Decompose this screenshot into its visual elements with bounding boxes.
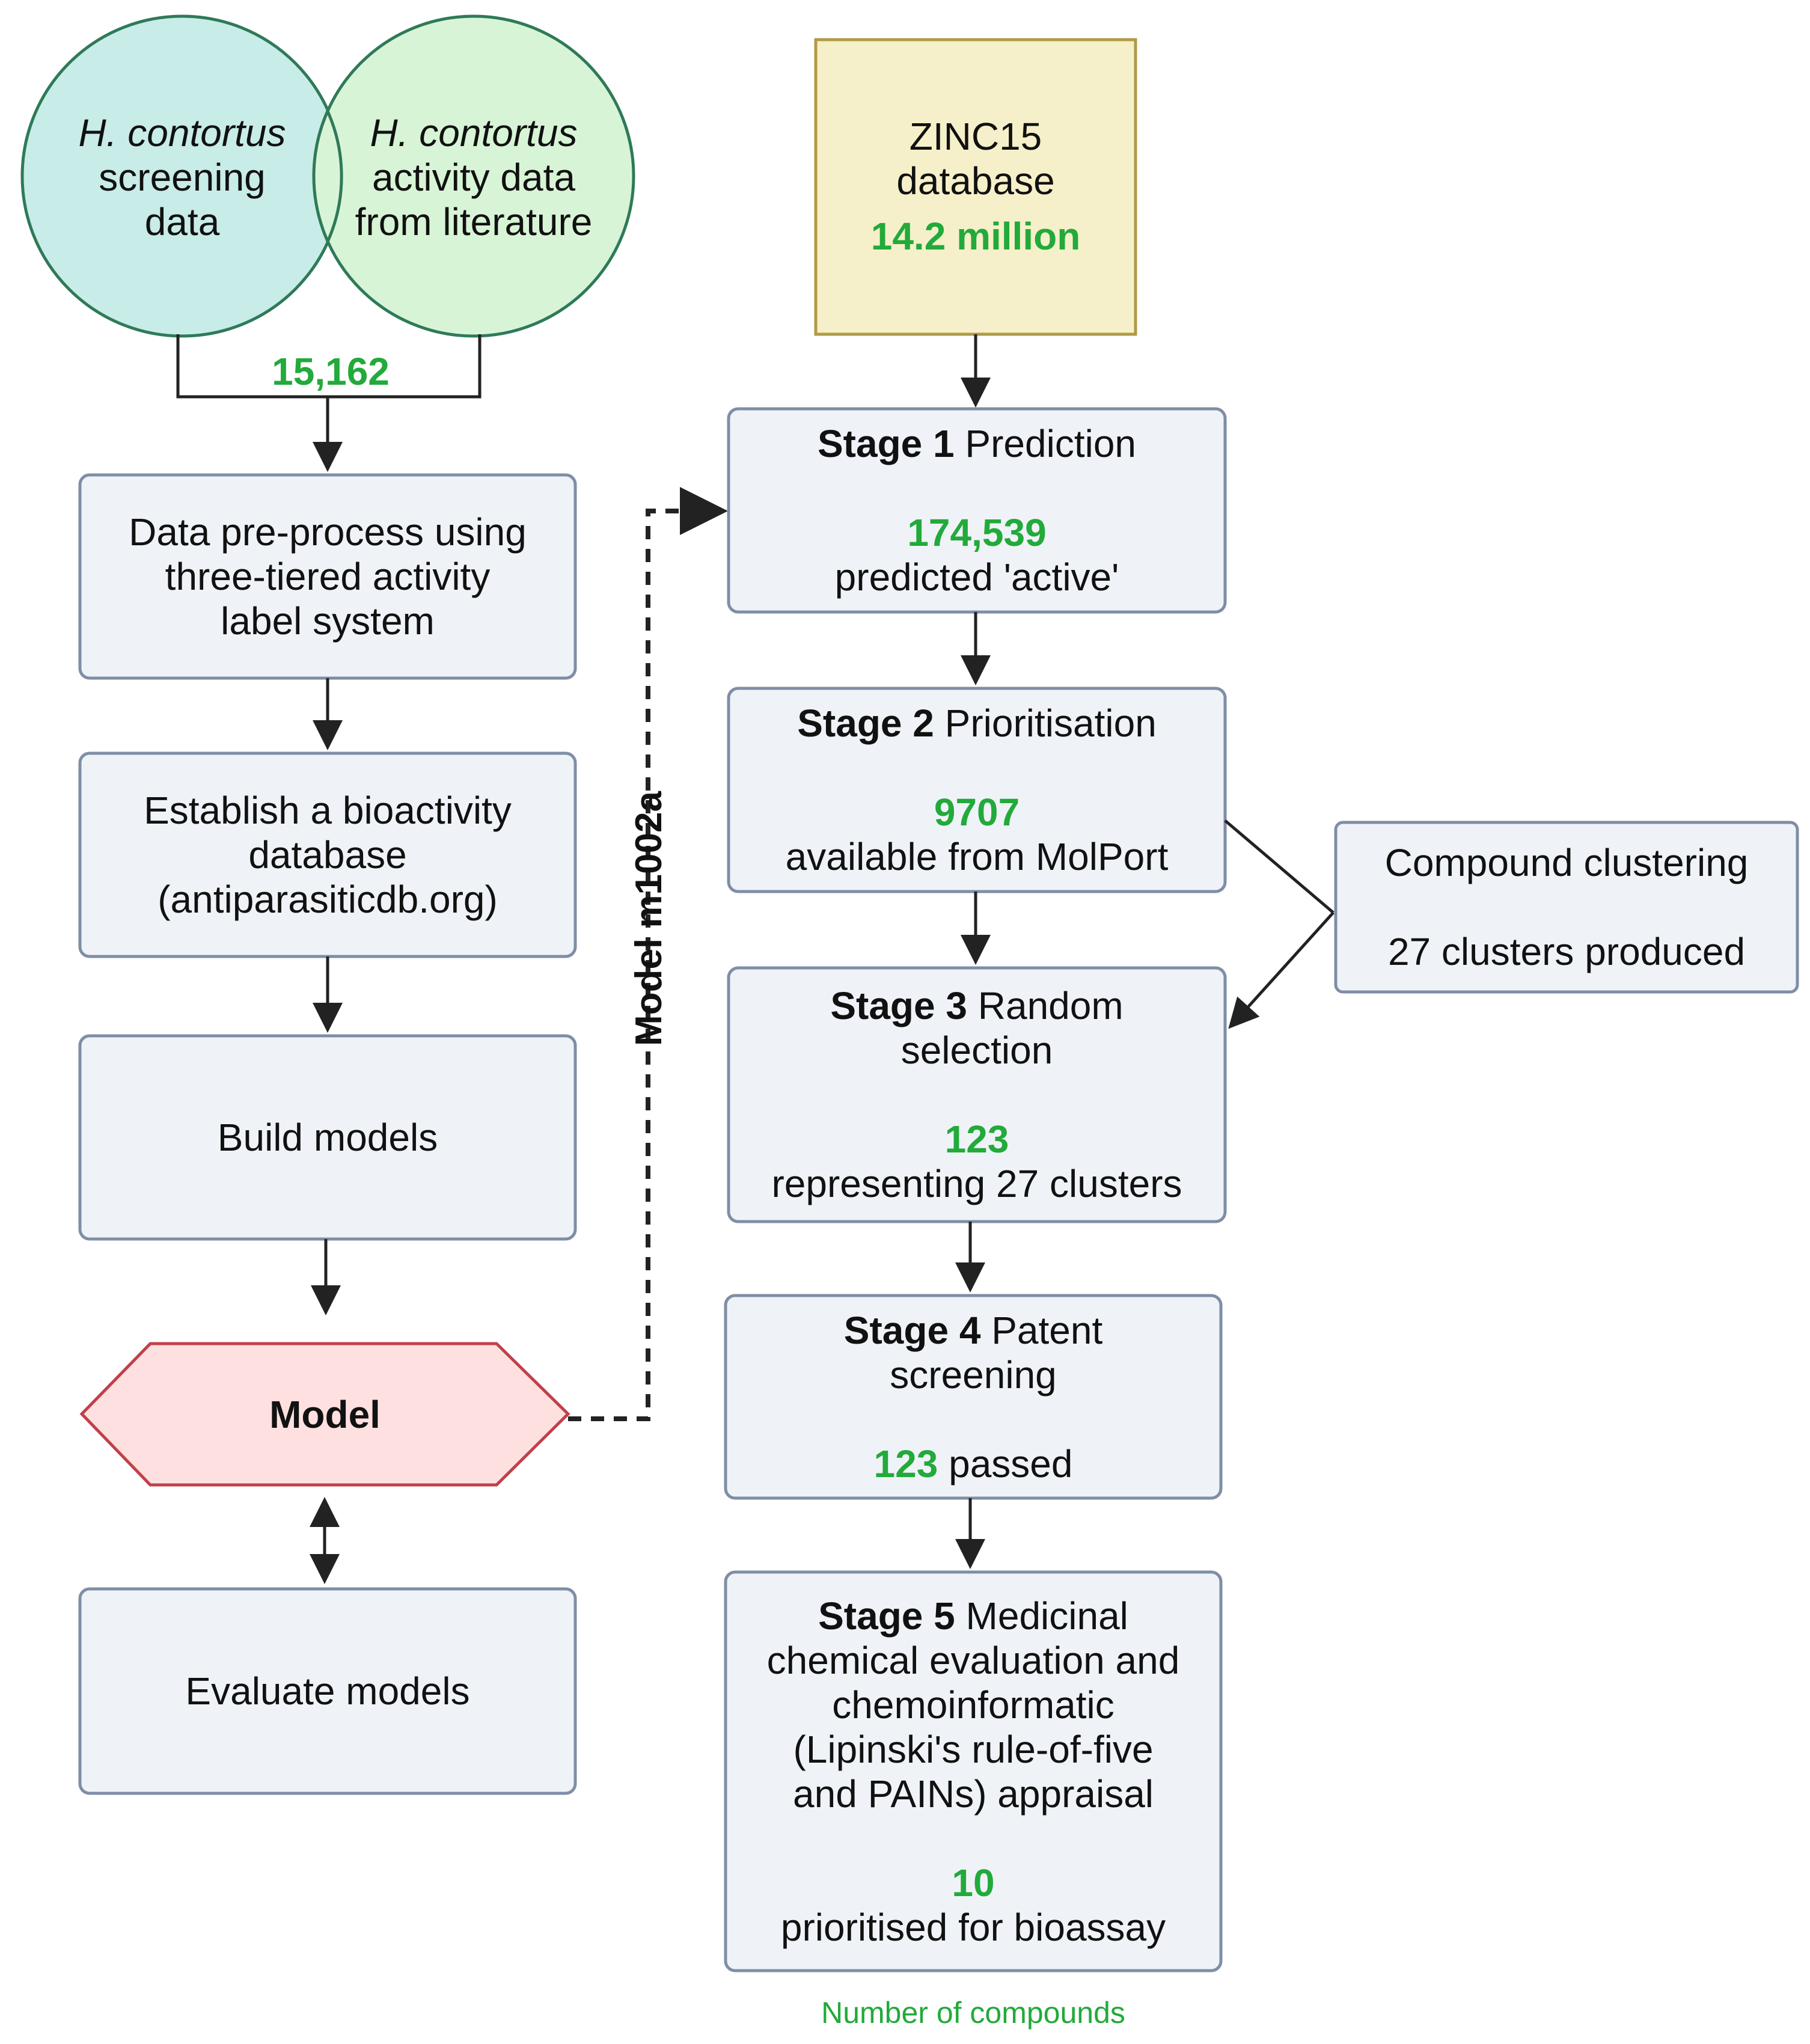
database-line3: (antiparasiticdb.org): [157, 878, 498, 921]
stage5-line3: (Lipinski's rule-of-five: [793, 1727, 1154, 1771]
database-line2: database: [248, 833, 407, 877]
stage5-title: Medicinal: [965, 1594, 1128, 1638]
stage3-desc: representing 27 clusters: [771, 1162, 1182, 1205]
stage1-label: Stage 1 Prediction 174,539 predicted 'ac…: [729, 409, 1225, 612]
stage1-desc: predicted 'active': [834, 555, 1119, 599]
merged-count: 15,162: [272, 350, 390, 393]
preprocess-line3: label system: [221, 599, 435, 643]
connector-stage2-to-clustering: [1224, 819, 1335, 914]
compound-clustering-box: [1334, 821, 1799, 994]
stage2-count: 9707: [934, 791, 1020, 834]
stage4-title: Patent: [991, 1308, 1103, 1352]
compound-clustering-label: Compound clustering 27 clusters produced: [1336, 822, 1797, 992]
zinc-label: ZINC15 database 14.2 million: [816, 72, 1136, 301]
stage2-title: Prioritisation: [944, 702, 1157, 745]
stage3-number: Stage 3: [830, 984, 967, 1027]
stage2-desc: available from MolPort: [785, 835, 1169, 878]
stage3-count: 123: [944, 1118, 1009, 1161]
stage3-label: Stage 3 Random selection 123 representin…: [729, 968, 1225, 1222]
build-models-label: Build models: [217, 1116, 438, 1159]
model-link-label: Model m1002a: [628, 791, 670, 1046]
model-link-dashed-arrow: [568, 487, 728, 1421]
stage5-line2: chemoinformatic: [832, 1683, 1114, 1727]
stage2-label: Stage 2 Prioritisation 9707 available fr…: [729, 688, 1225, 892]
stage1-title: Prediction: [965, 422, 1137, 465]
zinc-database-box: [814, 38, 1137, 336]
zinc-count: 14.2 million: [870, 215, 1081, 258]
clustering-result: 27 clusters produced: [1387, 930, 1746, 973]
preprocess-label: Data pre-process using three-tiered acti…: [80, 475, 575, 678]
preprocess-line2: three-tiered activity: [165, 555, 491, 598]
screening-species: H. contortus: [78, 111, 286, 155]
evaluate-models-box: [78, 1587, 577, 1795]
database-line1: Establish a bioactivity: [144, 789, 512, 832]
zinc-subtitle: database: [896, 159, 1055, 203]
stage5-number: Stage 5: [818, 1594, 955, 1638]
stage4-count: 123: [873, 1442, 938, 1486]
screening-line3: data: [144, 200, 220, 243]
screening-line2: screening: [99, 156, 266, 199]
stage4-number: Stage 4: [843, 1308, 981, 1352]
stage5-count: 10: [952, 1861, 995, 1905]
stage5-box: [724, 1570, 1223, 1972]
screening-data-label: H. contortus screening data: [36, 90, 328, 265]
literature-line2: activity data: [372, 156, 575, 199]
stage1-count: 174,539: [907, 511, 1047, 554]
stage5-desc: prioritised for bioassay: [780, 1905, 1166, 1949]
literature-data-circle: [312, 14, 635, 338]
stage4-title2: screening: [890, 1353, 1057, 1397]
evaluate-models-label: Evaluate models: [185, 1669, 470, 1713]
stage2-number: Stage 2: [797, 702, 934, 745]
screening-circle-overlap-outline: [326, 110, 343, 243]
database-label: Establish a bioactivity database (antipa…: [80, 753, 575, 956]
stage4-label: Stage 4 Patent screening 123 passed: [726, 1296, 1221, 1498]
zinc-title: ZINC15: [909, 115, 1042, 158]
stage3-title2: selection: [900, 1029, 1053, 1072]
stage1-number: Stage 1: [817, 422, 955, 465]
literature-line3: from literature: [355, 200, 593, 243]
stage3-title: Random: [977, 984, 1124, 1027]
stage5-line4: and PAINs) appraisal: [793, 1772, 1154, 1816]
stage3-box: [727, 966, 1227, 1223]
clustering-title: Compound clustering: [1384, 841, 1749, 884]
legend-number-of-compounds: Number of compounds: [821, 1996, 1125, 2030]
stage5-line1: chemical evaluation and: [766, 1638, 1180, 1682]
literature-species: H. contortus: [370, 111, 578, 155]
model-octagon: [79, 1342, 570, 1487]
preprocess-line1: Data pre-process using: [129, 510, 527, 554]
stage4-desc: passed: [949, 1442, 1073, 1486]
build-models-box: [78, 1034, 577, 1241]
arrow-clustering-to-stage3: [1228, 911, 1335, 1029]
stage4-box: [724, 1294, 1223, 1500]
model-label: Model: [269, 1392, 381, 1436]
stage5-label: Stage 5 Medicinal chemical evaluation an…: [726, 1572, 1221, 1971]
literature-data-label: H. contortus activity data from literatu…: [328, 90, 620, 265]
